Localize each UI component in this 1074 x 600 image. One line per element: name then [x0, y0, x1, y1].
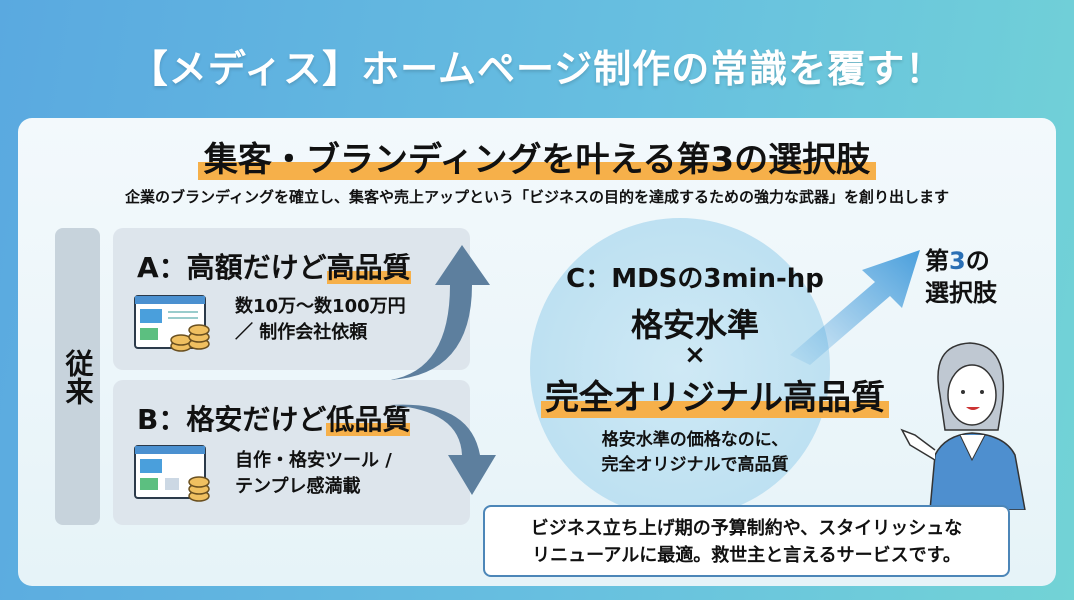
page-title: 【メディス】ホームページ制作の常識を覆す！	[129, 47, 945, 91]
option-b-heading: B：格安だけど低品質	[137, 403, 411, 436]
arrow-down-icon	[390, 404, 496, 495]
option-c-price-level: 格安水準	[630, 306, 759, 344]
option-c-description: 格安水準の価格なのに、完全オリジナルで高品質	[601, 430, 789, 475]
option-b-panel: B：格安だけど低品質 自作・格安ツール / テンプレ感満載	[113, 380, 470, 525]
growth-arrow-icon	[790, 250, 920, 365]
website-coins-icon	[134, 445, 210, 502]
callout-line-2: リニューアルに最適。救世主と言えるサービスです。	[532, 545, 961, 566]
subtitle: 企業のブランディングを確立し、集客や売上アップという「ビジネスの目的を達成するた…	[125, 188, 949, 206]
option-b-method: 自作・格安ツール /	[235, 450, 392, 471]
option-c-circle	[530, 218, 830, 518]
option-c-times: ×	[684, 340, 706, 370]
traditional-label: 従来	[55, 228, 100, 525]
summary-callout: ビジネス立ち上げ期の予算制約や、スタイリッシュな リニューアルに最適。救世主と言…	[483, 505, 1010, 577]
curved-arrows	[390, 245, 496, 495]
third-choice-label: 第3の選択肢	[925, 247, 997, 307]
callout-line-1: ビジネス立ち上げ期の予算制約や、スタイリッシュな	[530, 518, 963, 539]
arrow-up-icon	[390, 245, 490, 380]
website-coins-icon	[134, 295, 210, 352]
presenter-woman-illustration	[900, 342, 1026, 510]
option-a-price: 数10万〜数100万円	[235, 296, 406, 317]
option-b-template: テンプレ感満載	[235, 476, 361, 497]
headline: 集客・ブランディングを叶える第3の選択肢	[0, 132, 1074, 181]
option-a-heading: A：高額だけど高品質	[137, 251, 411, 284]
headline-text: 集客・ブランディングを叶える第3の選択肢	[197, 140, 877, 180]
option-a-panel: A：高額だけど高品質 数10万〜数100万円 ／ 制作会社依頼	[113, 228, 470, 370]
option-a-method: ／ 制作会社依頼	[235, 322, 368, 343]
option-c-name: C：MDSの3min-hp	[566, 264, 824, 294]
option-c-quality: 完全オリジナル高品質	[520, 370, 910, 419]
